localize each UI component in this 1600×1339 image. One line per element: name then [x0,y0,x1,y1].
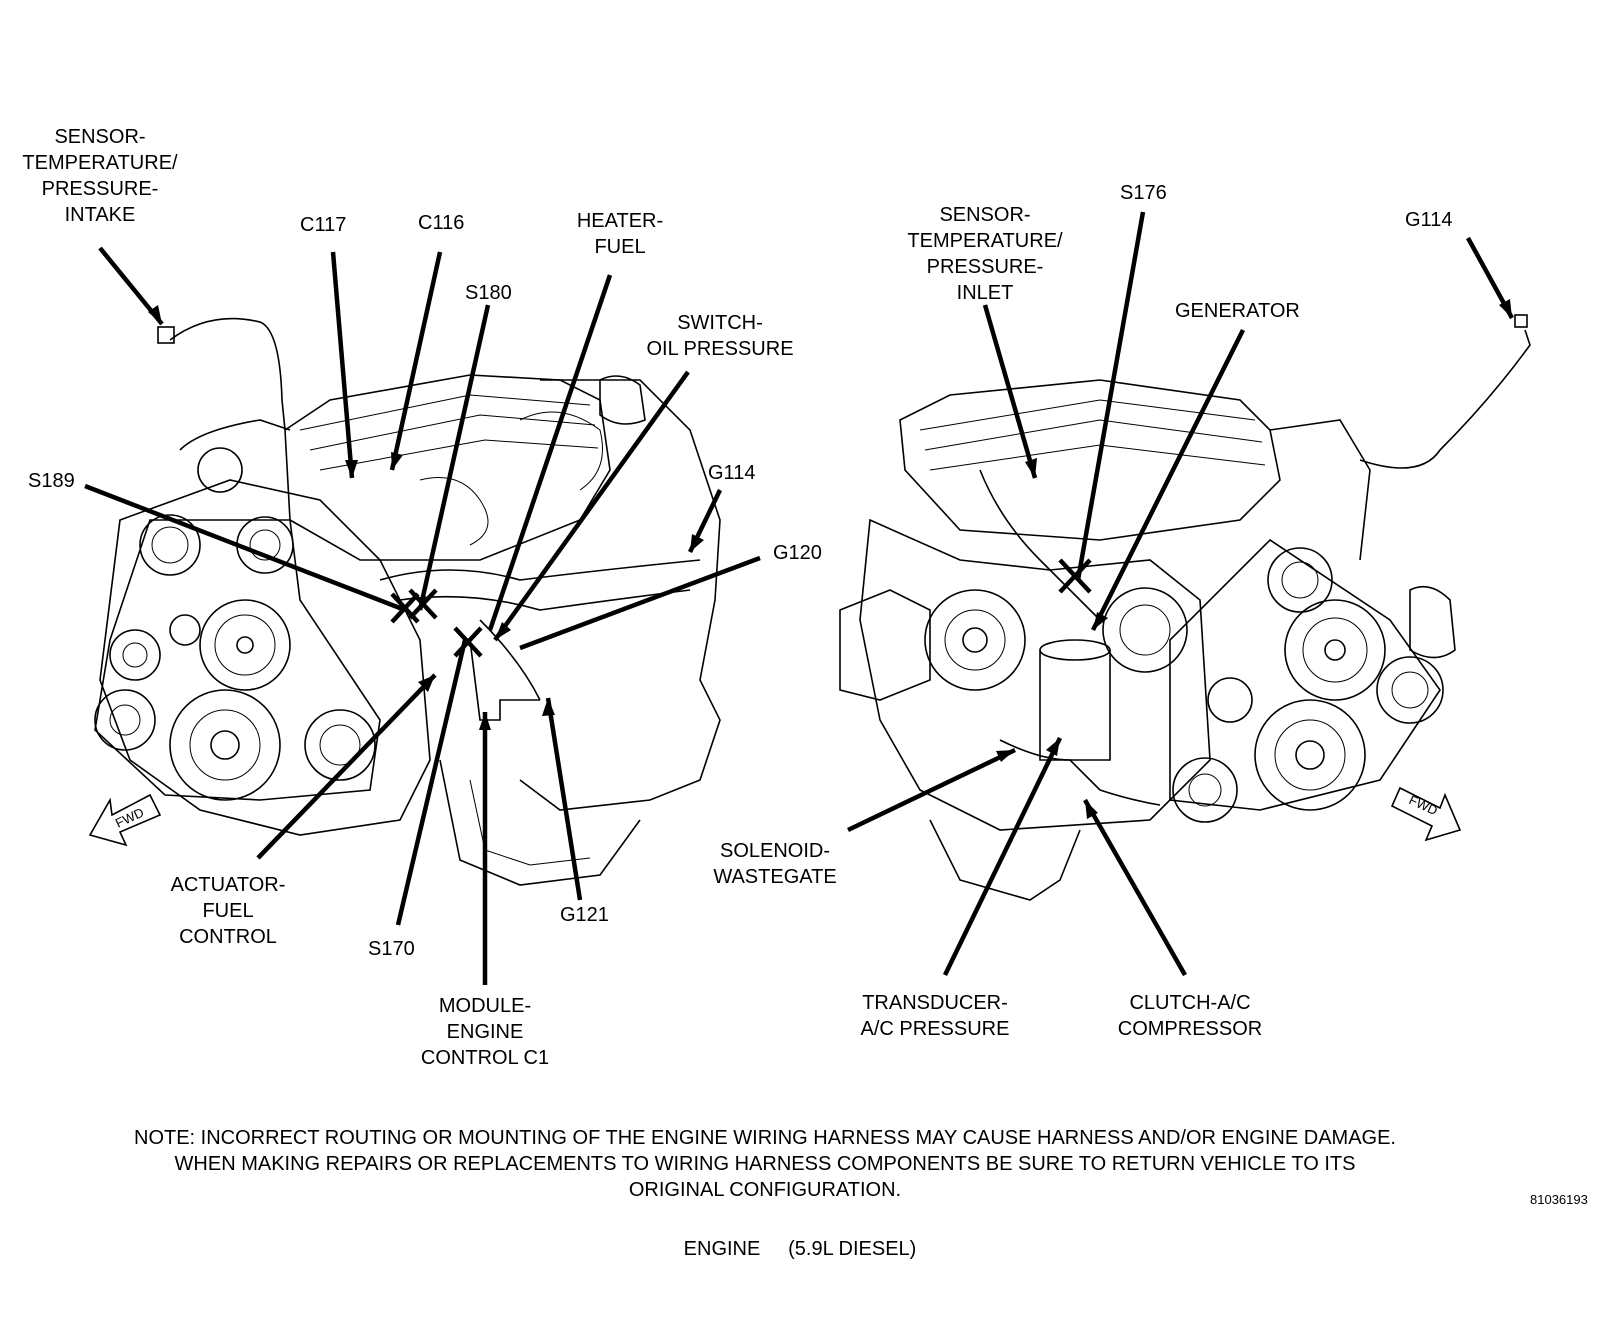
leader-heater-fuel [487,274,613,631]
label-transducer-ac-pressure: TRANSDUCER- A/C PRESSURE [860,992,1010,1040]
leader-g120 [519,555,761,651]
fwd-right-text: FWD [1407,792,1440,818]
label-c117: C117 [300,214,347,236]
leader-generator [1090,328,1246,632]
leader-actuator [256,673,437,860]
label-s189: S189 [28,470,75,492]
right-leader-lines [847,211,1514,977]
leader-c116 [389,251,443,471]
leader-transducer [942,737,1063,976]
label-actuator-fuel-control: ACTUATOR- FUEL CONTROL [170,874,286,948]
label-sensor-temp-pressure-inlet: SENSOR- TEMPERATURE/ PRESSURE- INLET [907,204,1063,304]
label-module-engine-control: MODULE- ENGINE CONTROL C1 [420,995,550,1069]
harness-note: NOTE: INCORRECT ROUTING OR MOUNTING OF T… [134,1127,1396,1201]
leader-c117 [330,251,355,479]
left-engine-drawing: FWD [88,317,721,886]
label-s180: S180 [465,282,512,304]
label-s176: S176 [1120,182,1167,204]
caption-text: ENGINE (5.9L DIESEL) [683,1238,917,1260]
leader-solenoid [847,747,1016,833]
leader-oil-pressure [493,370,690,642]
figure-caption: ENGINE (5.9L DIESEL) [0,1238,1600,1261]
figure-id: 81036193 [1530,1192,1588,1207]
left-leader-lines [84,246,761,985]
left-splice-marks [390,588,483,658]
label-g121: G121 [560,904,609,926]
label-g114-right: G114 [1405,209,1453,231]
leader-s176 [1075,211,1146,581]
label-s170: S170 [368,938,415,960]
leader-s180 [417,304,491,611]
label-solenoid-wastegate: SOLENOID- WASTEGATE [713,840,837,888]
leader-s170 [395,639,468,926]
label-g120: G120 [773,542,822,564]
label-c116: C116 [418,212,465,234]
label-generator: GENERATOR [1175,300,1300,322]
right-splice-mark [1058,558,1092,594]
label-heater-fuel: HEATER- FUEL [576,210,664,258]
fwd-left-text: FWD [113,805,146,831]
leader-clutch [1083,798,1187,977]
right-engine-drawing: FWD [839,314,1531,901]
label-g114-left: G114 [708,462,756,484]
label-sensor-temp-pressure-intake: SENSOR- TEMPERATURE/ PRESSURE- INTAKE [22,126,178,226]
leader-sensor-inlet [982,304,1038,479]
label-switch-oil-pressure: SWITCH- OIL PRESSURE [646,312,794,360]
leader-s189 [84,483,406,613]
leader-g121 [545,697,583,901]
label-clutch-ac-compressor: CLUTCH-A/C COMPRESSOR [1117,992,1263,1040]
